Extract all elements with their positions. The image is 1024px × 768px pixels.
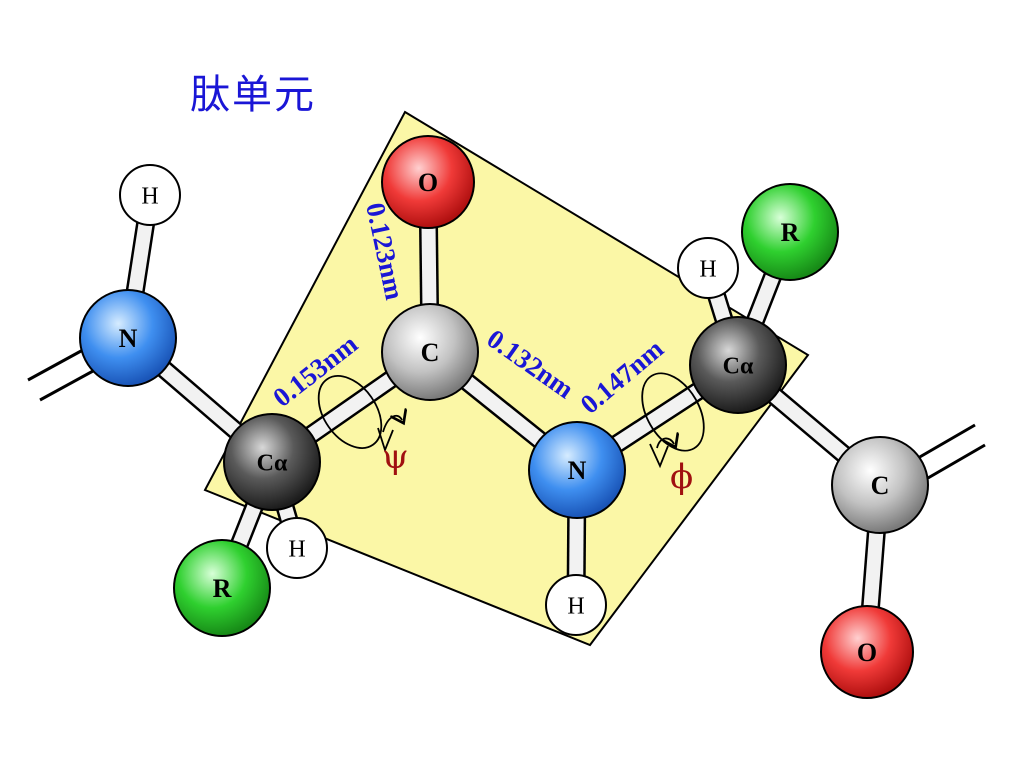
alpha-carbon-atom-left-sphere xyxy=(223,413,321,511)
nitrogen-atom-center: N xyxy=(528,421,626,519)
carbon-atom-right: C xyxy=(831,436,929,534)
hydrogen-atom-left-low-sphere xyxy=(266,517,328,579)
hydrogen-atom-left-low-label: H xyxy=(288,536,305,562)
oxygen-atom-right: O xyxy=(820,605,914,699)
phi-angle-label: ϕ xyxy=(670,457,693,497)
carbon-atom-right-sphere xyxy=(831,436,929,534)
chain-end-right xyxy=(917,423,986,480)
psi-angle-label: ψ xyxy=(382,437,409,477)
phi-rotation-arrow xyxy=(641,372,705,469)
hydrogen-atom-left-top: H xyxy=(119,164,181,226)
oxygen-atom-top-label: O xyxy=(418,168,438,197)
alpha-carbon-atom-right-sphere xyxy=(689,316,787,414)
hydrogen-atom-left-low: H xyxy=(266,517,328,579)
r-group-atom-left-label: R xyxy=(213,574,232,603)
hydrogen-atom-left-top-sphere xyxy=(119,164,181,226)
oxygen-atom-top: O xyxy=(381,135,475,229)
hydrogen-atom-below-n-label: H xyxy=(567,593,584,619)
nitrogen-atom-left-label: N xyxy=(119,324,138,353)
alpha-carbon-atom-right-label: Cα xyxy=(723,353,754,379)
carbon-atom-right-label: C xyxy=(871,471,890,500)
r-group-atom-left-sphere xyxy=(173,539,271,637)
oxygen-atom-right-sphere xyxy=(820,605,914,699)
nitrogen-atom-center-label: N xyxy=(568,456,587,485)
peptide-plane xyxy=(203,110,810,647)
hydrogen-atom-right-label: H xyxy=(699,256,716,282)
carbon-atom-center-label: C xyxy=(421,338,440,367)
hydrogen-atom-below-n: H xyxy=(545,574,607,636)
hydrogen-atom-right-sphere xyxy=(677,237,739,299)
oxygen-atom-top-sphere xyxy=(381,135,475,229)
carbon-atom-center-sphere xyxy=(381,303,479,401)
psi-rotation-arrow xyxy=(317,375,402,453)
oxygen-atom-right-label: O xyxy=(857,638,877,667)
r-group-atom-right-label: R xyxy=(781,218,800,247)
page-title: 肽单元 xyxy=(190,72,316,118)
hydrogen-atom-below-n-sphere xyxy=(545,574,607,636)
hydrogen-atom-left-top-label: H xyxy=(141,183,158,209)
nitrogen-atom-left-sphere xyxy=(79,289,177,387)
alpha-carbon-atom-left: Cα xyxy=(223,413,321,511)
nitrogen-atom-center-sphere xyxy=(528,421,626,519)
r-group-atom-right: R xyxy=(741,183,839,281)
r-group-atom-left: R xyxy=(173,539,271,637)
alpha-carbon-atom-left-label: Cα xyxy=(257,450,288,476)
hydrogen-atom-right: H xyxy=(677,237,739,299)
alpha-carbon-atom-right: Cα xyxy=(689,316,787,414)
carbon-atom-center: C xyxy=(381,303,479,401)
r-group-atom-right-sphere xyxy=(741,183,839,281)
nitrogen-atom-left: N xyxy=(79,289,177,387)
